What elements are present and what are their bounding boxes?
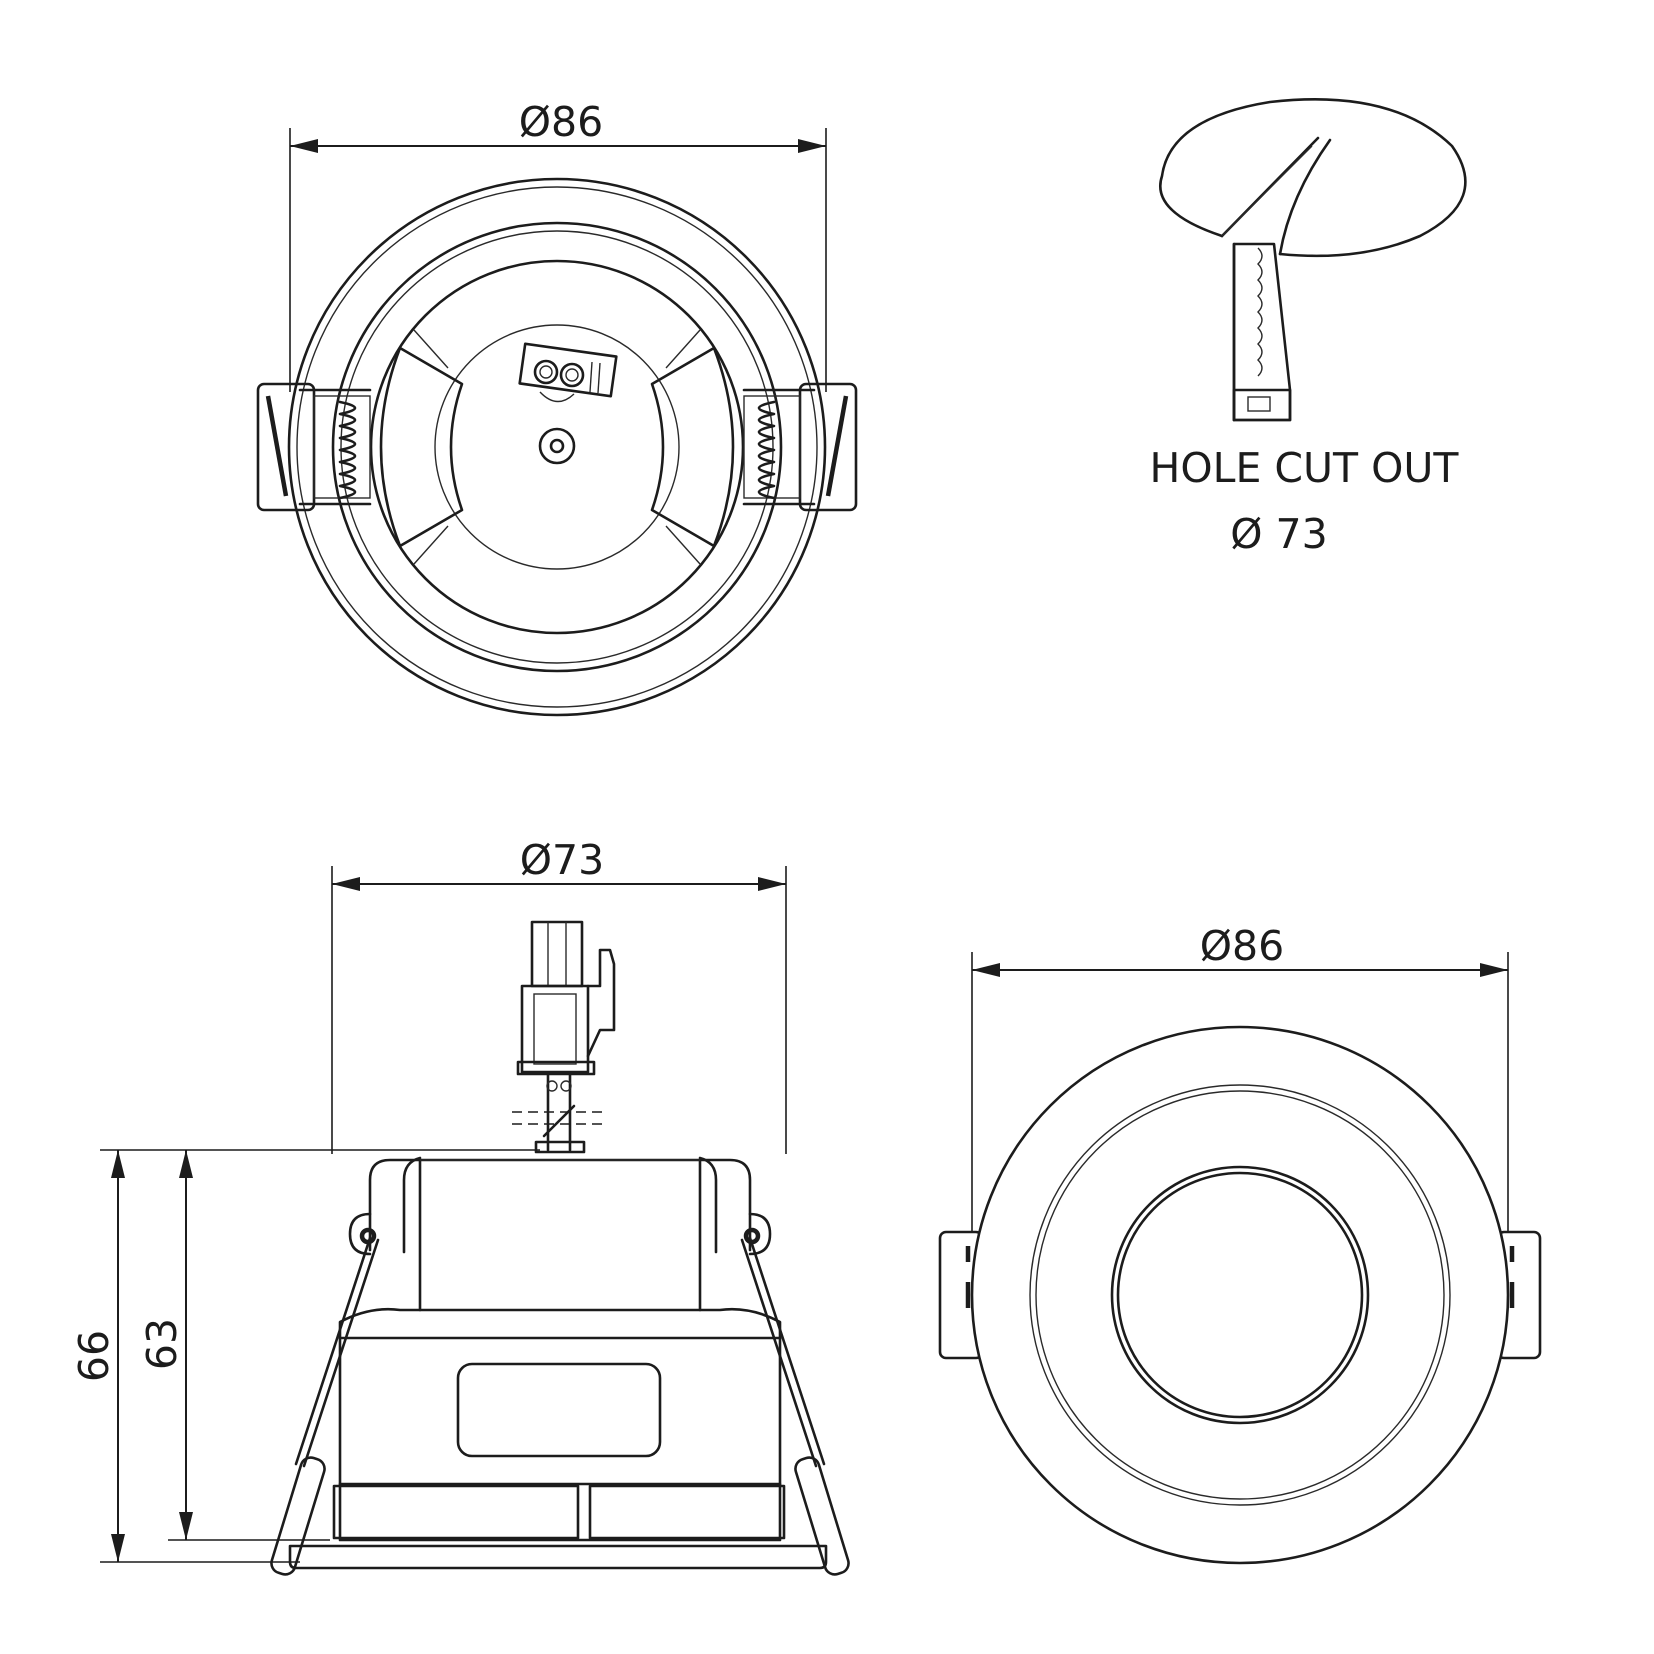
connector-terminal	[518, 342, 618, 403]
side-view-width-dimension: Ø73	[331, 836, 787, 1154]
hole-cut-out-caption: HOLE CUT OUT	[1150, 444, 1460, 492]
side-view: Ø73 66 63	[70, 836, 850, 1576]
side-view-diameter-label: Ø73	[520, 836, 604, 884]
bottom-view-dimension: Ø86	[971, 922, 1509, 1232]
bottom-view-diameter-label: Ø86	[1200, 922, 1284, 970]
overall-height-label: 66	[70, 1330, 118, 1382]
top-view-dimension: Ø86	[289, 98, 827, 392]
hole-cut-out-diameter: Ø 73	[1230, 510, 1327, 558]
side-connector	[512, 920, 616, 1154]
bottom-view: Ø86	[938, 922, 1542, 1565]
top-view: Ø86	[256, 98, 858, 717]
body-height-label: 63	[138, 1318, 186, 1370]
hole-cut-out-illustration: HOLE CUT OUT Ø 73	[1150, 97, 1467, 558]
side-view-height-dimensions: 66 63	[70, 1149, 540, 1563]
top-view-diameter-label: Ø86	[519, 98, 603, 146]
